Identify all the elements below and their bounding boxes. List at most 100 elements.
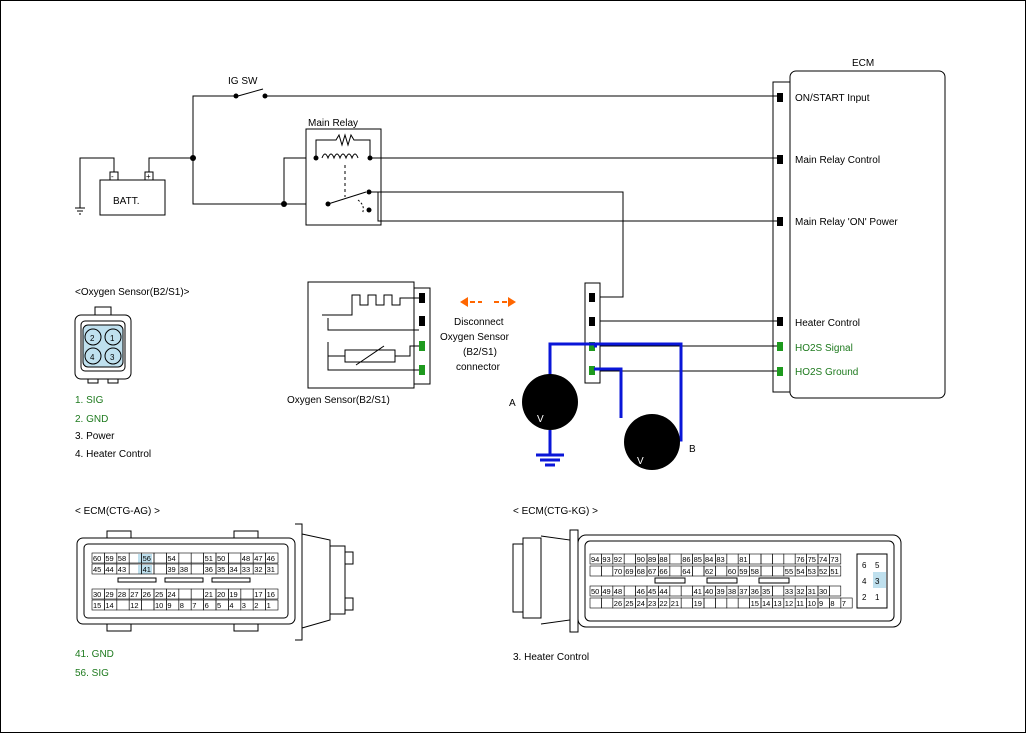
ecm-ag-pin-number: 46 [267, 554, 275, 563]
battery: - + BATT. [75, 157, 193, 216]
ecm-ag-pin-number: 30 [93, 590, 101, 599]
ecm-ag-pin-number: 26 [143, 590, 151, 599]
ecm-module: ECM ON/START Input Main Relay Control Ma… [772, 58, 946, 399]
ecm-kg-pin-number: 69 [625, 567, 633, 576]
ecm-kg-pin-number: 44 [659, 587, 667, 596]
ecm-kg-small-number: 2 [862, 593, 867, 602]
meter-b-symbol: V [637, 456, 644, 467]
disconnect-note: Disconnect Oxygen Sensor (B2/S1) connect… [440, 297, 516, 373]
ecm-ag-pin-cell [265, 563, 279, 575]
ecm-kg-pin-number: 7 [842, 599, 846, 608]
ecm-ag-pin-number: 54 [167, 554, 175, 563]
o2-sensor-label: Oxygen Sensor(B2/S1) [287, 395, 390, 406]
ecm-kg-pin-number: 59 [739, 567, 747, 576]
ecm-kg-pin-number: 33 [785, 587, 793, 596]
voltmeter-probes: V V A B [509, 342, 696, 470]
ecm-kg-pin-number: 19 [694, 599, 702, 608]
battery-plus-label: + [146, 172, 151, 181]
ecm-ag-pin-number: 36 [205, 565, 213, 574]
ecm-kg-pin-number: 60 [728, 567, 736, 576]
ecm-kg-pin-number: 68 [637, 567, 645, 576]
o2-connector-view: <Oxygen Sensor(B2/S1)> 2 1 4 3 1. SIG 2.… [74, 287, 190, 460]
ecm-kg-pin-number: 9 [819, 599, 823, 608]
ecm-ag-pin-number: 41 [143, 565, 151, 574]
ecm-ag-pin-cell [265, 588, 279, 600]
ecm-ag-pin-number: 56 [143, 554, 151, 563]
ecm-kg-pin-number: 31 [808, 587, 816, 596]
o2-pin-desc-3: 3. Power [75, 431, 115, 442]
ecm-kg-pin-number: 23 [648, 599, 656, 608]
ecm-kg-small-number: 5 [875, 561, 880, 570]
ecm-ag-pin-number: 16 [267, 590, 275, 599]
ecm-ag-pin-number: 24 [167, 590, 175, 599]
battery-label: BATT. [113, 196, 139, 207]
disconnect-line-3: (B2/S1) [463, 347, 497, 358]
ecm-kg-pin-cell [840, 597, 853, 609]
ecm-kg-title: < ECM(CTG-KG) > [513, 506, 598, 517]
ecm-kg-small-number: 3 [875, 577, 880, 586]
ecm-kg-pin-number: 46 [637, 587, 645, 596]
ecm-ag-pin-number: 59 [105, 554, 113, 563]
ecm-kg-pin-number: 32 [796, 587, 804, 596]
ecm-kg-pin-number: 83 [716, 555, 724, 564]
ecm-kg-pin-number: 75 [808, 555, 816, 564]
ecm-ag-pin-number: 12 [130, 601, 138, 610]
meter-a-label: A [509, 398, 516, 409]
ecm-kg-pin-number: 90 [637, 555, 645, 564]
ecm-kg-pin-number: 38 [728, 587, 736, 596]
ecm-ag-pin-number: 25 [155, 590, 163, 599]
ecm-ag-pin-number: 14 [105, 601, 113, 610]
ecm-ag-pin-number: 51 [205, 554, 213, 563]
ecm-pin-on-start: ON/START Input [795, 93, 870, 104]
ecm-kg-pin-number: 25 [625, 599, 633, 608]
ecm-pin-heater-control: Heater Control [795, 318, 860, 329]
ecm-kg-pin-number: 86 [682, 555, 690, 564]
ecm-kg-pin-number: 8 [830, 599, 834, 608]
ecm-kg-pin-number: 49 [602, 587, 610, 596]
ecm-kg-pin-number: 35 [762, 587, 770, 596]
disconnect-line-2: Oxygen Sensor [440, 332, 510, 343]
ecm-ag-pin-number: 50 [217, 554, 225, 563]
ecm-kg-pin-number: 84 [705, 555, 713, 564]
ecm-kg-pin-number: 51 [830, 567, 838, 576]
ecm-kg-pin-number: 13 [773, 599, 781, 608]
ecm-pin-ho2s-ground: HO2S Ground [795, 367, 858, 378]
ecm-kg-pin-number: 53 [808, 567, 816, 576]
ecm-ag-pin-number: 20 [217, 590, 225, 599]
ecm-ag-pin-number: 28 [118, 590, 126, 599]
ecm-kg-pin-number: 37 [739, 587, 747, 596]
ecm-kg-pin-number: 76 [796, 555, 804, 564]
ecm-ag-pin-number: 31 [267, 565, 275, 574]
ecm-kg-pin-number: 24 [637, 599, 645, 608]
ecm-kg-pin-cell [829, 585, 842, 597]
ecm-kg-pin-number: 15 [751, 599, 759, 608]
ecm-ag-pin-number: 38 [180, 565, 188, 574]
ecm-ag-pin-number: 39 [167, 565, 175, 574]
ecm-kg-pin-number: 55 [785, 567, 793, 576]
ecm-kg-pin-number: 48 [614, 587, 622, 596]
ecm-kg-pin-number: 21 [671, 599, 679, 608]
ecm-ag-pin-number: 29 [105, 590, 113, 599]
ecm-ag-pin-number: 19 [229, 590, 237, 599]
ecm-kg-pin-number: 93 [602, 555, 610, 564]
oxygen-sensor: Oxygen Sensor(B2/S1) [287, 281, 431, 406]
ecm-ag-pin-number: 2 [254, 601, 258, 610]
ecm-kg-pin-cell [829, 553, 842, 565]
ecm-kg-pin-number: 94 [591, 555, 599, 564]
ecm-pin-main-relay-power: Main Relay 'ON' Power [795, 217, 898, 228]
ecm-kg-pin-number: 70 [614, 567, 622, 576]
ecm-ag-pin-number: 9 [167, 601, 171, 610]
ecm-ag-pin-number: 15 [93, 601, 101, 610]
meter-a-symbol: V [537, 414, 544, 425]
ecm-ag-pin-number: 35 [217, 565, 225, 574]
o2-pin-1: 1 [110, 334, 115, 343]
ecm-ag-pin-number: 60 [93, 554, 101, 563]
ecm-ag-pin-number: 33 [242, 565, 250, 574]
ecm-kg-small-number: 1 [875, 593, 880, 602]
